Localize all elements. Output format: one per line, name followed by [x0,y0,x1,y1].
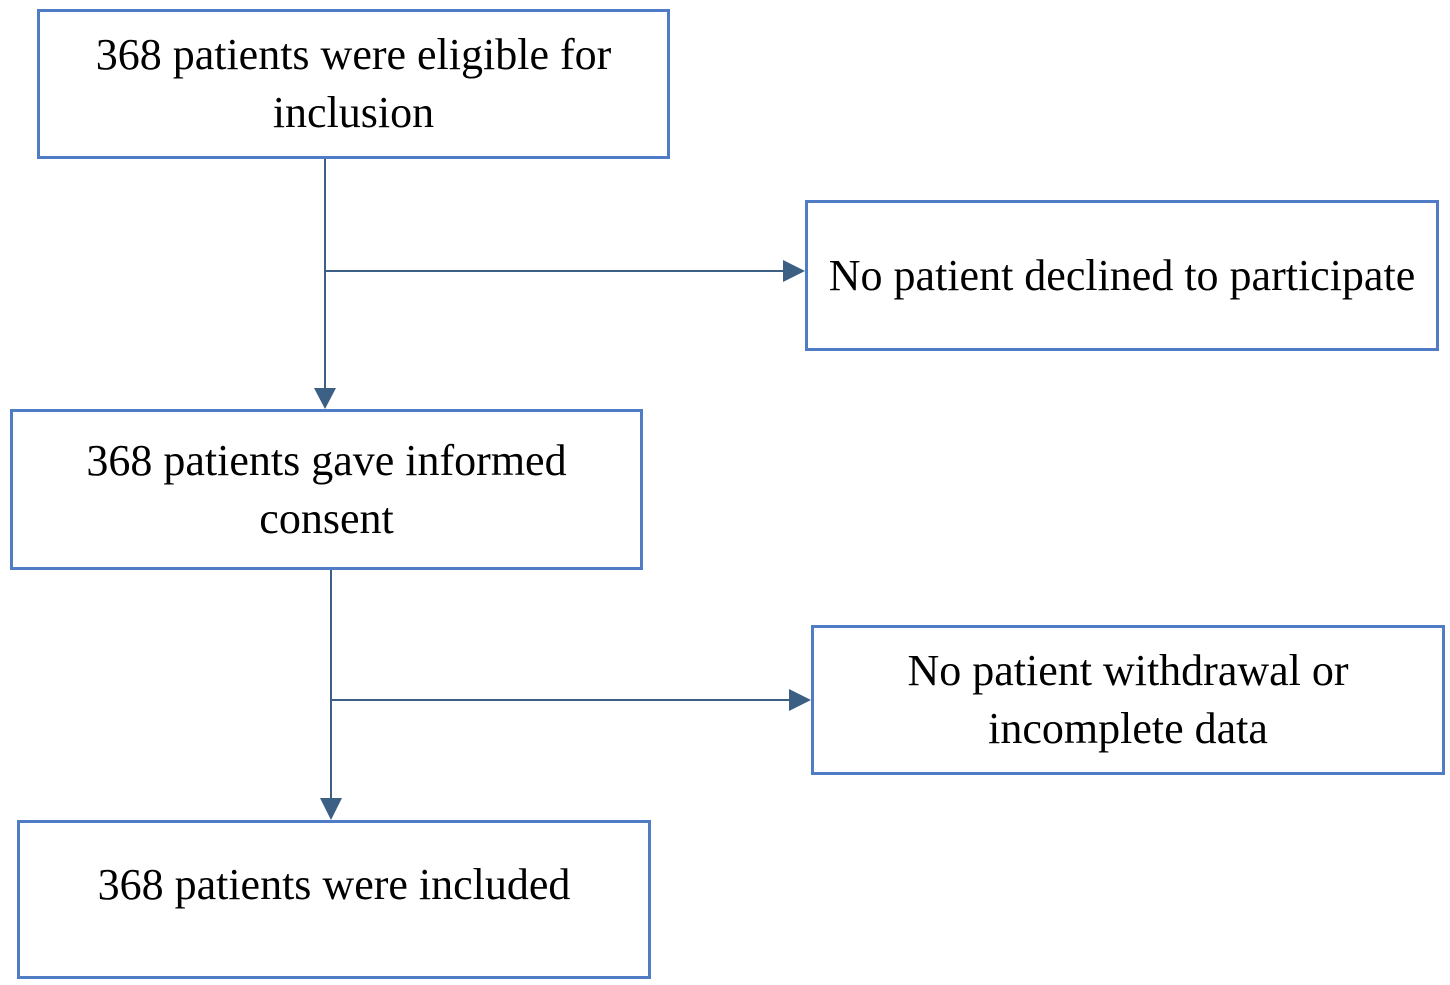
box-informed-consent: 368 patients gave informed consent [10,409,643,570]
box-included-patients: 368 patients were included [17,820,651,979]
box-declined-participation: No patient declined to participate [805,200,1439,351]
box-consent-text: 368 patients gave informed consent [86,435,567,543]
arrowhead-down-consent [314,388,336,409]
arrowhead-right-declined [783,260,805,282]
box-withdrawal-text: No patient withdrawal or incomplete data [907,646,1349,753]
arrowhead-right-withdrawal [789,689,811,711]
box-eligible-text: 368 patients were eligible for inclusion [95,30,612,137]
arrowhead-down-included [320,798,342,820]
box-withdrawal-incomplete: No patient withdrawal or incomplete data [811,625,1445,775]
box-eligible-patients: 368 patients were eligible for inclusion [37,9,670,159]
box-included-text: 368 patients were included [97,860,571,909]
box-declined-text: No patient declined to participate [828,250,1416,300]
